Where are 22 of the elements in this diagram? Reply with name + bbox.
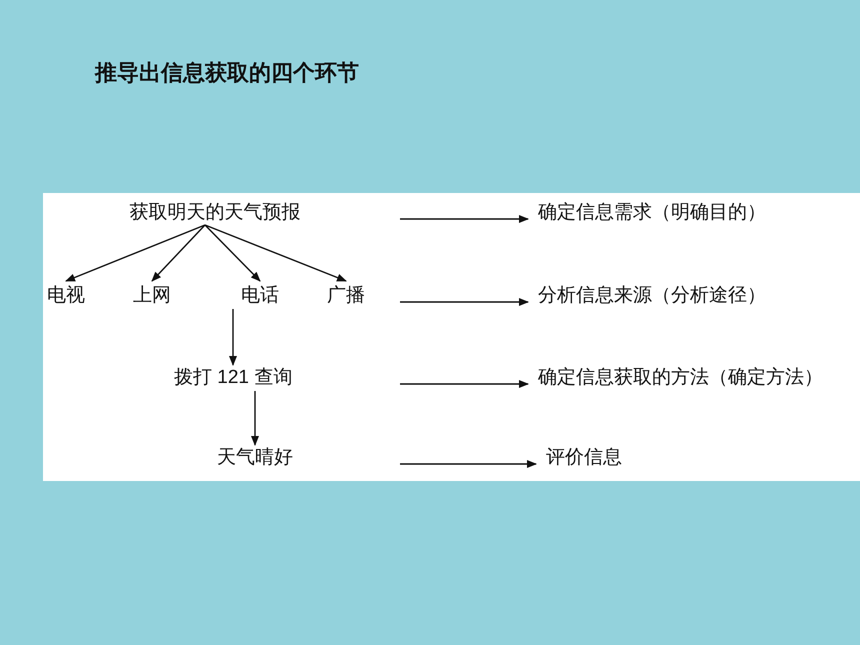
arrow xyxy=(229,309,237,366)
stage-label: 分析信息来源（分析途径） xyxy=(538,285,766,307)
step-label: 获取明天的天气预报 xyxy=(130,202,300,224)
arrow xyxy=(204,224,347,282)
step-label: 拨打 121 查询 xyxy=(174,367,292,389)
arrow xyxy=(204,224,261,282)
step-label: 天气晴好 xyxy=(217,447,293,469)
arrow xyxy=(400,380,529,388)
arrow xyxy=(400,460,537,468)
title: 推导出信息获取的四个环节 xyxy=(95,59,359,87)
stage-label: 评价信息 xyxy=(546,447,622,469)
stage-label: 确定信息获取的方法（确定方法） xyxy=(538,367,823,389)
arrow xyxy=(400,215,529,223)
stage-label: 确定信息需求（明确目的） xyxy=(538,202,766,224)
arrow xyxy=(400,298,529,306)
arrow xyxy=(151,224,206,282)
step-label: 上网 xyxy=(133,285,171,307)
arrow xyxy=(251,391,259,446)
step-label: 电话 xyxy=(241,285,279,307)
step-label: 广播 xyxy=(327,285,365,307)
step-label: 电视 xyxy=(47,285,85,307)
arrow xyxy=(65,224,206,282)
